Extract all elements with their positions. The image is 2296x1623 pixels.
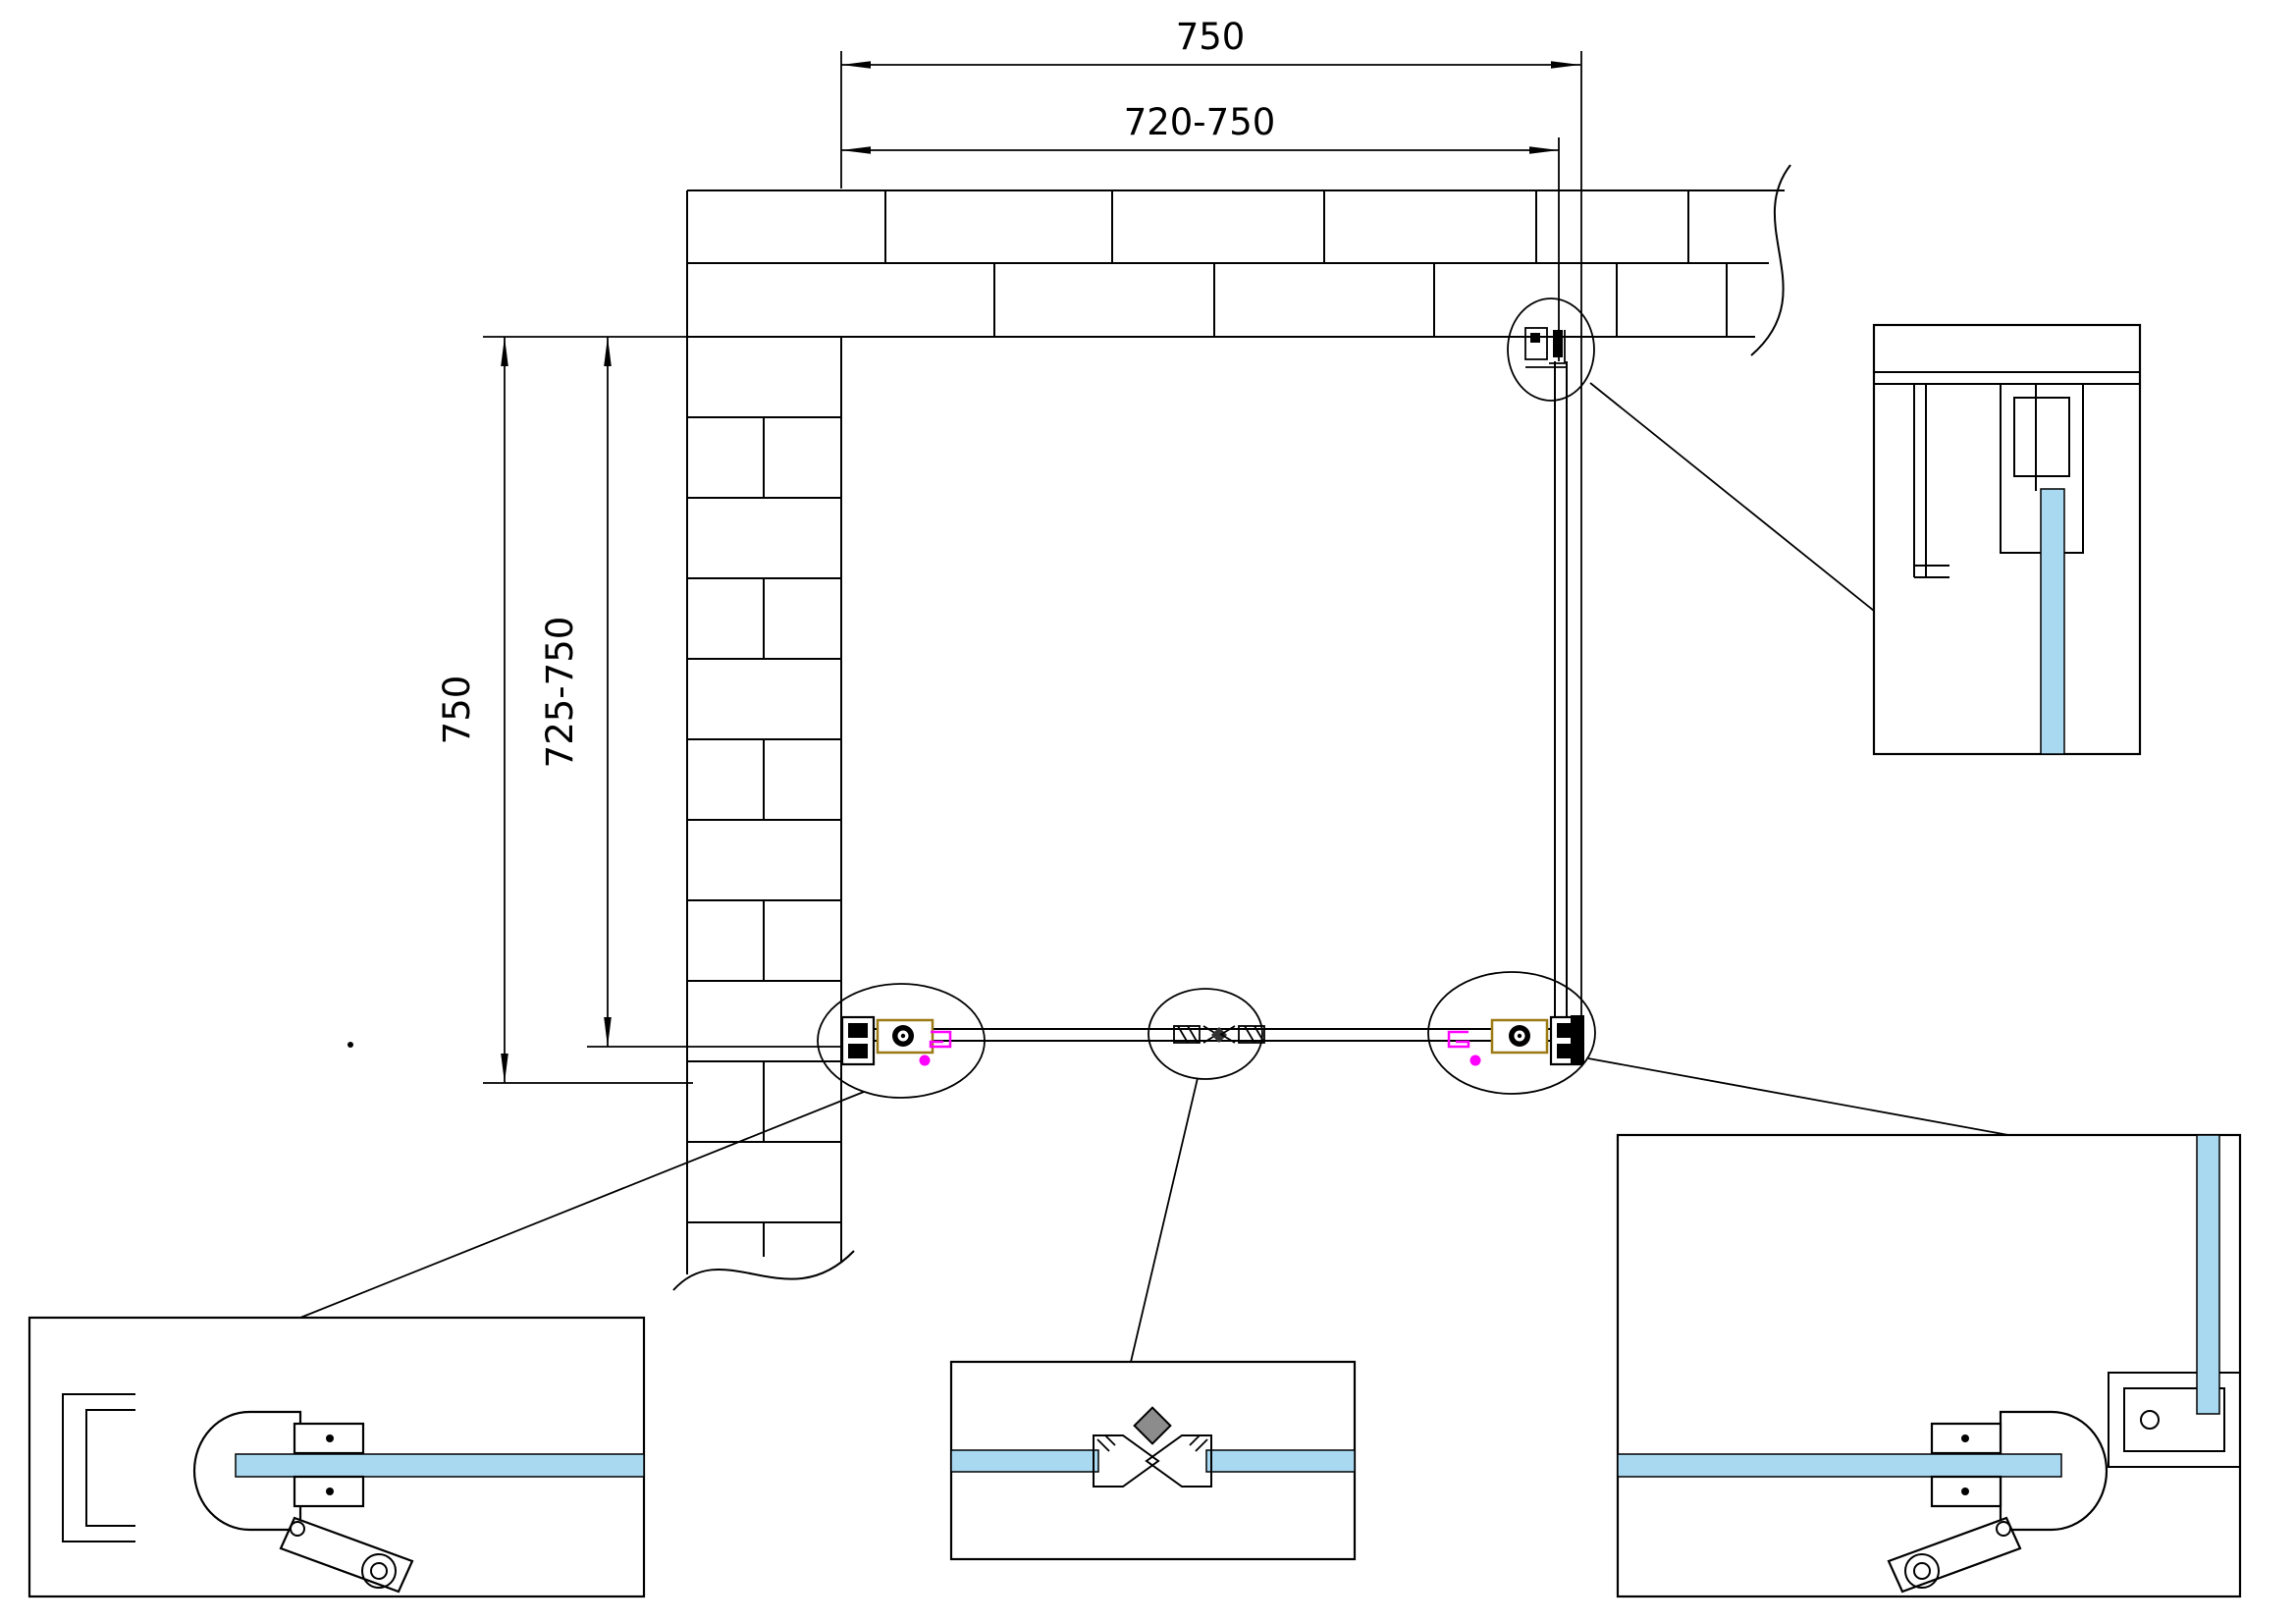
arm-joint [290, 1521, 305, 1537]
glass-section-horizontal [1617, 1453, 2062, 1478]
callout-magnet [1148, 988, 1263, 1080]
glass-section-vertical [2196, 1134, 2220, 1415]
seal-symbol [1447, 1030, 1470, 1049]
callout-wall-connector [1507, 298, 1595, 402]
dimension-label-width-overall: 750 [1176, 16, 1246, 58]
callout-hinge-left [817, 983, 986, 1099]
corner-profile [1571, 1015, 1584, 1064]
glass-section-right [1205, 1449, 1356, 1473]
callouts [299, 298, 2009, 1363]
leader-magnet [1130, 1077, 1199, 1363]
hinge-pivot-center [900, 1033, 906, 1039]
seal-dot [1469, 1055, 1481, 1066]
clamp-screw-top [1961, 1434, 1969, 1442]
hinge-pivot-center [1517, 1033, 1522, 1039]
detail-box-hinge-left [27, 1316, 646, 1598]
wall-top-edges [687, 189, 1785, 338]
arm-screw-outer [1904, 1553, 1940, 1589]
glass-section-vertical [2040, 488, 2065, 755]
arm-joint [1996, 1521, 2011, 1537]
dimension-label-depth-overall: 750 [436, 676, 478, 745]
wall-profile-inner [85, 1409, 135, 1527]
leader-wall-connector [1589, 382, 1875, 612]
detail-box-magnet [949, 1360, 1357, 1561]
profile-inner [2013, 397, 2070, 477]
clamp-plate-top [1930, 1422, 2002, 1455]
dimension-left-overall: 750 [436, 337, 508, 1083]
brick-joints-row2 [993, 263, 1728, 337]
magnet-chevron-right [1219, 1025, 1236, 1044]
magnet-core [1211, 1027, 1227, 1043]
callout-hinge-right [1427, 971, 1596, 1095]
connector-hook [1549, 330, 1566, 364]
magnet-profile-right [1238, 1025, 1265, 1044]
clamp-screw-bottom [1961, 1488, 1969, 1495]
magnet-profile-left [1093, 1434, 1160, 1488]
dimension-left-range: 725-750 [539, 337, 612, 1047]
corner-profile-outer [2108, 1372, 2241, 1468]
arm-screw-inner [1913, 1562, 1931, 1580]
witness-lines-left [483, 336, 844, 1084]
corner-screw [2140, 1410, 2160, 1430]
wall-left [672, 190, 855, 1291]
seal-dot [919, 1055, 931, 1066]
glass-panel-right-plan [1554, 361, 1568, 1029]
leader-hinge-left [299, 1091, 865, 1319]
connector-block [1530, 333, 1540, 343]
bracket-block-top [848, 1023, 868, 1038]
magnet-core-section [1133, 1406, 1172, 1445]
magnet-profile-right [1145, 1434, 1212, 1488]
magnet-closure-plan [1173, 1025, 1265, 1044]
magnet-hatch-left [1177, 1025, 1199, 1044]
dimension-label-width-adjustable: 720-750 [1124, 101, 1276, 143]
wall-break-right [1750, 164, 1791, 356]
detail-frame [1872, 323, 2142, 756]
clamp-screw-top [326, 1434, 334, 1442]
hinge-right-plan [1447, 1015, 1584, 1066]
dimension-top-overall: 750 [841, 16, 1580, 69]
left-channel [1913, 384, 1949, 578]
bracket-block-bottom [848, 1044, 868, 1058]
detail-frame [1616, 1133, 2242, 1598]
brick-joints-row1 [884, 190, 1689, 263]
detail-box-wall-profile [1872, 323, 2142, 756]
connector-profile [1524, 327, 1548, 360]
dimensions: 750 720-750 750 725-750 [436, 16, 1582, 1084]
glass-section-horizontal [235, 1453, 645, 1478]
seal-symbol [929, 1030, 952, 1049]
glass-section-left [950, 1449, 1099, 1473]
arm-screw-inner [370, 1562, 388, 1580]
arm-screw-outer [361, 1553, 397, 1589]
enclosure-glass-plan [841, 361, 1571, 1042]
corner-profile-inner [2123, 1387, 2225, 1452]
magnet-hatch [1096, 1434, 1208, 1452]
hinge-arm [279, 1516, 414, 1594]
dimension-top-range: 720-750 [841, 101, 1559, 154]
clamp-screw-bottom [326, 1488, 334, 1495]
witness-lines-top [840, 51, 1560, 361]
connector-bar [1553, 330, 1563, 357]
wall-left-edges [686, 190, 842, 1274]
wall-connector-plan [1524, 327, 1567, 368]
wall-profile-outer [62, 1393, 135, 1542]
hinge-left-plan [840, 1015, 952, 1066]
wall-break-bottom [672, 1250, 855, 1291]
dimension-label-depth-adjustable: 725-750 [539, 617, 581, 769]
detail-box-hinge-right [1616, 1133, 2242, 1598]
leader-hinge-right [1587, 1057, 2009, 1136]
stray-mark [347, 1042, 353, 1048]
wall-top [687, 164, 1791, 356]
hinge-arm [1887, 1516, 2022, 1594]
